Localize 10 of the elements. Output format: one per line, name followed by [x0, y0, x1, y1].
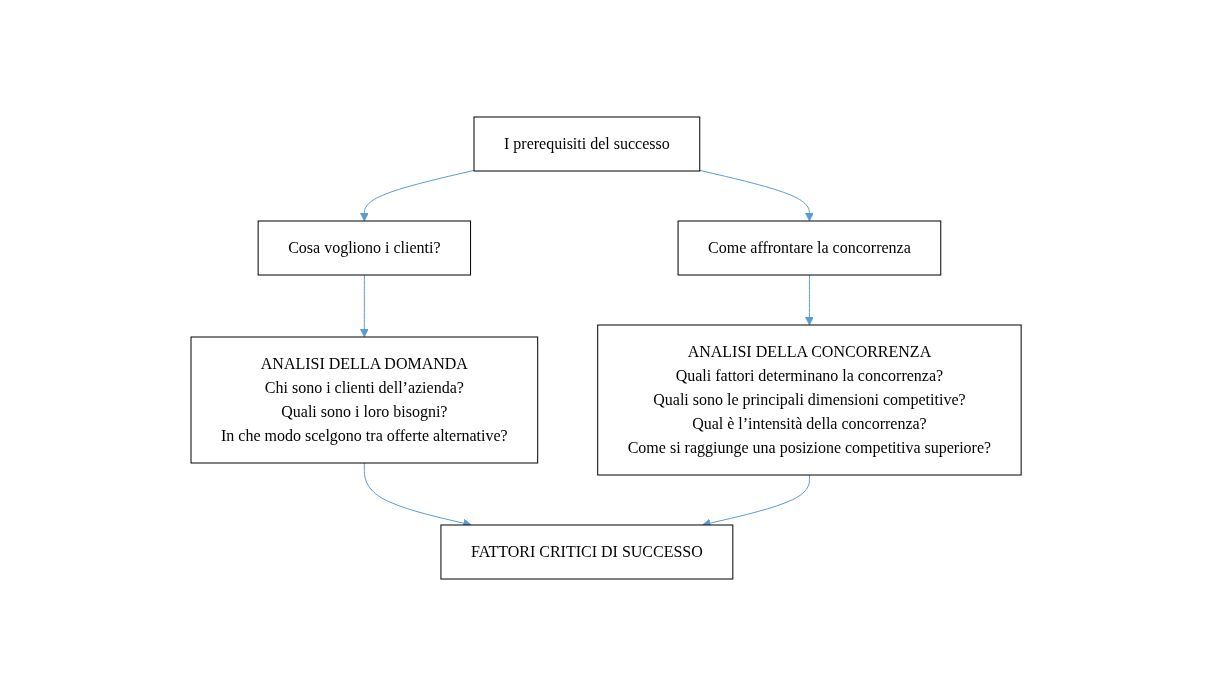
- node-box: Cosa vogliono i clienti?: [257, 220, 471, 276]
- arrow: [359, 274, 369, 338]
- arrow: [359, 169, 475, 222]
- arrow: [699, 169, 814, 222]
- node-box: Come affrontare la concorrenza: [677, 220, 942, 276]
- node-box: ANALISI DELLA DOMANDA Chi sono i clienti dell’azienda? Quali sono i loro bisogni? In che modo scelgono tra offerte alternative?: [190, 336, 539, 464]
- arrow: [804, 274, 814, 326]
- node-box: ANALISI DELLA CONCORRENZA Quali fattori determinano la concorrenza? Quali sono le principali dimensioni competitive? Qual è l’intensità della concorrenza? Come si raggiunge una posizione competitiva superiore?: [597, 324, 1022, 476]
- node-box: FATTORI CRITICI DI SUCCESSO: [440, 524, 734, 580]
- node-box: I prerequisiti del successo: [473, 116, 701, 172]
